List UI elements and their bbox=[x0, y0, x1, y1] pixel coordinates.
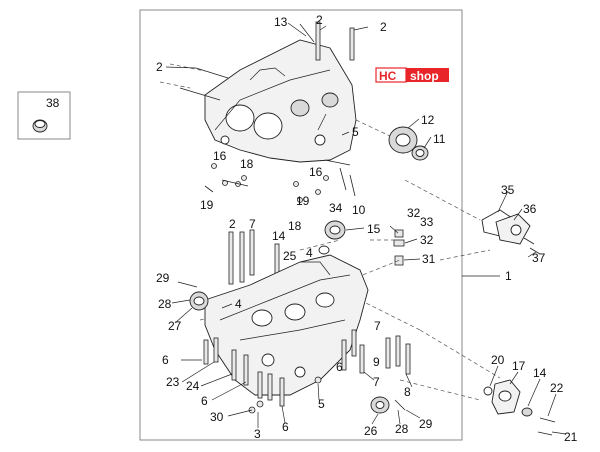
callout-37: 37 bbox=[532, 251, 546, 265]
lower-bolts-right bbox=[314, 329, 411, 384]
callout-5-b: 5 bbox=[318, 397, 325, 411]
callout-10: 10 bbox=[352, 203, 366, 217]
callout-20: 20 bbox=[491, 353, 505, 367]
seal-27-left bbox=[177, 281, 209, 311]
callout-2-b: 2 bbox=[380, 20, 387, 34]
fasteners-16-18-19-left bbox=[204, 163, 249, 193]
callout-24: 24 bbox=[186, 379, 200, 393]
seal-11 bbox=[411, 145, 429, 161]
part-38-bushing bbox=[32, 119, 48, 133]
callout-labels: 38 13 2 2 2 5 12 11 16 18 19 16 19 18 34… bbox=[46, 13, 578, 444]
callout-7-b: 7 bbox=[374, 319, 381, 333]
callout-6-c: 6 bbox=[336, 360, 343, 374]
callout-25: 25 bbox=[283, 249, 297, 263]
callout-21: 21 bbox=[564, 430, 578, 444]
seal-15 bbox=[324, 220, 346, 240]
seal-26 bbox=[370, 396, 406, 414]
callout-19-b: 19 bbox=[296, 194, 310, 208]
callout-14-b: 14 bbox=[533, 366, 547, 380]
callout-31: 31 bbox=[422, 252, 436, 266]
callout-13: 13 bbox=[274, 15, 288, 29]
callout-34: 34 bbox=[329, 201, 343, 215]
oring-4-upper bbox=[318, 245, 330, 255]
callout-9: 9 bbox=[373, 355, 380, 369]
callout-22: 22 bbox=[550, 381, 564, 395]
callout-18-b: 18 bbox=[288, 219, 302, 233]
callout-11: 11 bbox=[433, 132, 446, 146]
callout-32-b: 32 bbox=[420, 233, 434, 247]
callout-2-d: 2 bbox=[229, 217, 236, 231]
callout-16-a: 16 bbox=[213, 149, 227, 163]
hcshop-watermark: HC shop bbox=[375, 67, 449, 83]
callout-4-a: 4 bbox=[306, 246, 313, 260]
watermark-hc: HC bbox=[379, 69, 397, 83]
callout-30: 30 bbox=[210, 410, 224, 424]
callout-14-a: 14 bbox=[272, 229, 286, 243]
callout-33: 33 bbox=[420, 215, 434, 229]
cover-36-gasket-35 bbox=[481, 209, 541, 255]
fittings-31-32-33 bbox=[393, 229, 405, 266]
callout-4-b: 4 bbox=[235, 297, 242, 311]
watermark-shop: shop bbox=[410, 69, 439, 83]
callout-29-b: 29 bbox=[419, 417, 433, 431]
callout-15: 15 bbox=[367, 222, 381, 236]
callout-26: 26 bbox=[364, 424, 378, 438]
callout-35: 35 bbox=[501, 183, 515, 197]
callout-8: 8 bbox=[404, 385, 411, 399]
callout-28-b: 28 bbox=[395, 422, 409, 436]
callout-7-a: 7 bbox=[249, 217, 256, 231]
callout-3: 3 bbox=[254, 427, 261, 441]
bearing-12 bbox=[388, 126, 418, 154]
callout-1: 1 bbox=[505, 269, 512, 283]
callout-16-b: 16 bbox=[309, 165, 323, 179]
part-38-frame bbox=[17, 91, 71, 140]
callout-18-a: 18 bbox=[240, 157, 254, 171]
callout-38: 38 bbox=[46, 96, 60, 110]
callout-12: 12 bbox=[421, 113, 435, 127]
callout-17: 17 bbox=[512, 359, 526, 373]
callout-6-b: 6 bbox=[201, 394, 208, 408]
callout-36: 36 bbox=[523, 202, 537, 216]
callout-27: 27 bbox=[168, 319, 182, 333]
pump-17-group bbox=[483, 379, 556, 436]
callout-29-a: 29 bbox=[156, 271, 170, 285]
upper-crankcase bbox=[204, 39, 357, 163]
callout-28-a: 28 bbox=[158, 297, 172, 311]
callout-2-c: 2 bbox=[156, 60, 163, 74]
callout-7-c: 7 bbox=[373, 375, 380, 389]
callout-6-d: 6 bbox=[282, 420, 289, 434]
studs-2-top bbox=[179, 21, 355, 101]
callout-5-a: 5 bbox=[352, 125, 359, 139]
fasteners-16-18-19-right bbox=[293, 159, 356, 203]
assembly-frame bbox=[139, 9, 463, 441]
callout-32-a: 32 bbox=[407, 206, 421, 220]
callout-leaders bbox=[165, 22, 567, 435]
callout-19-a: 19 bbox=[200, 198, 214, 212]
callout-2-a: 2 bbox=[316, 13, 323, 27]
callout-23: 23 bbox=[166, 375, 180, 389]
callout-6-a: 6 bbox=[162, 353, 169, 367]
